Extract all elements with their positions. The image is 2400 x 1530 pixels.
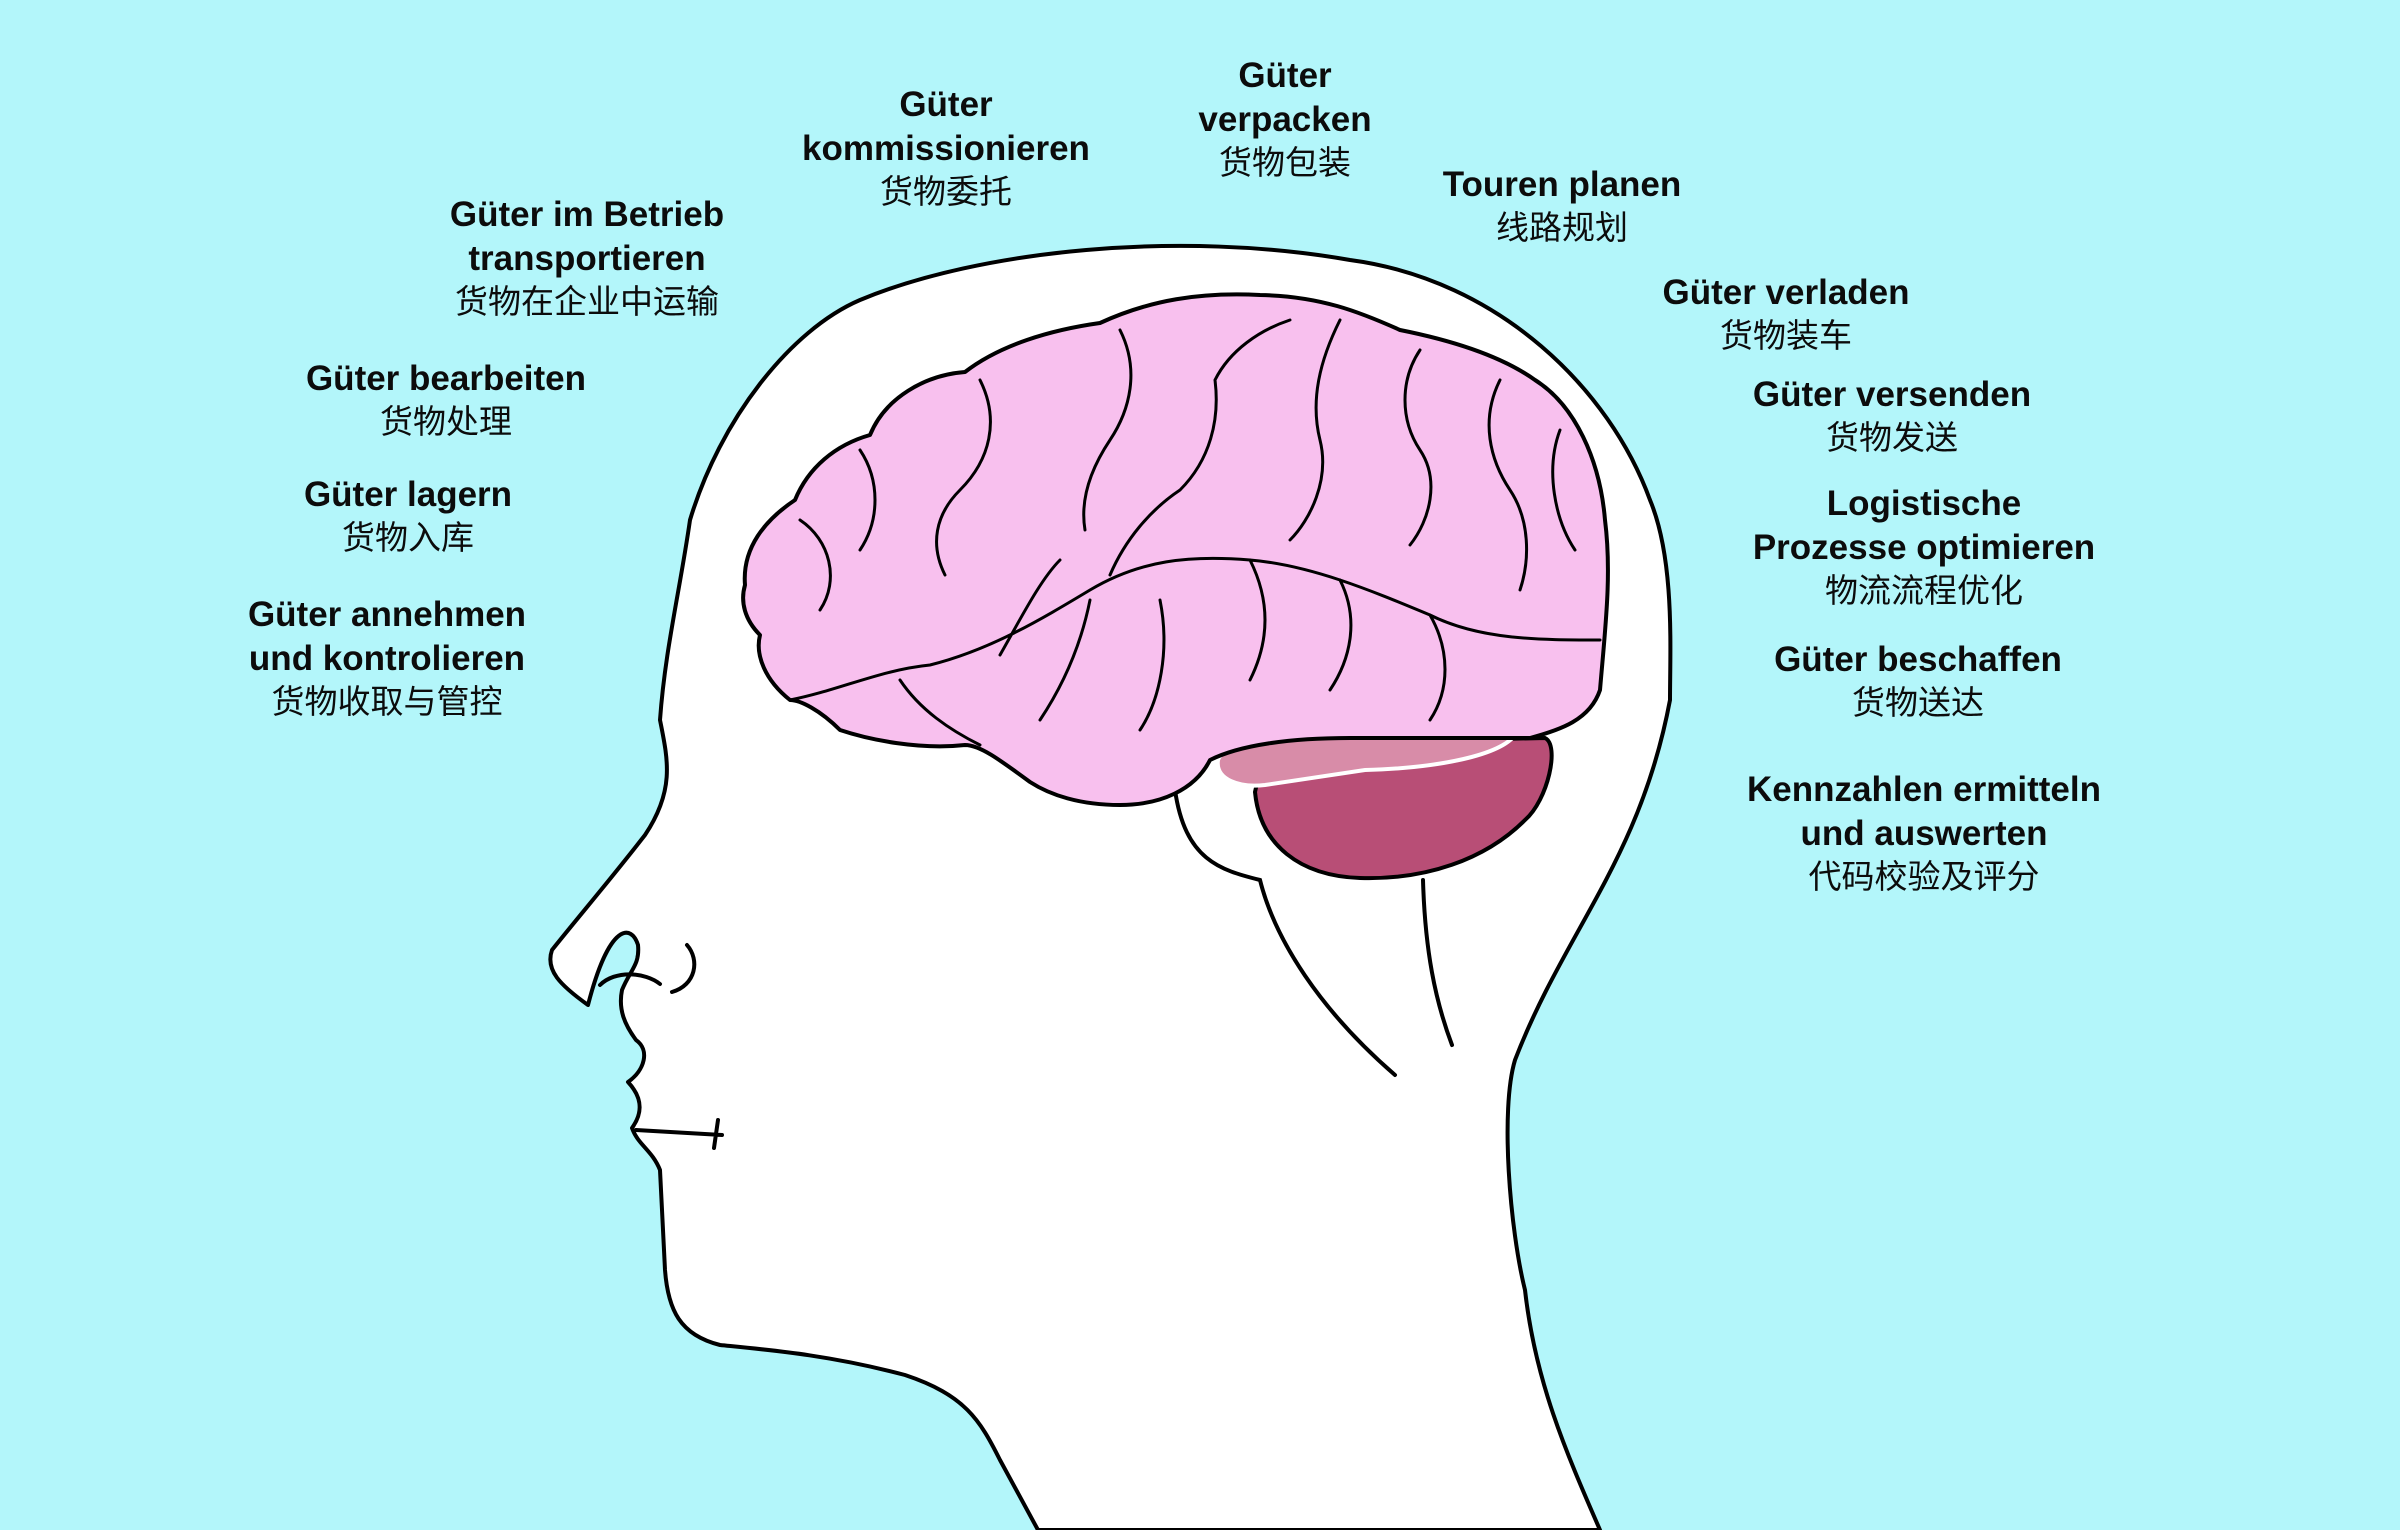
label-transportieren: Güter im Betrieb transportieren 货物在企业中运输 xyxy=(450,193,724,323)
label-de-line: Güter xyxy=(899,85,993,124)
label-de-line: Güter bearbeiten xyxy=(305,359,587,398)
label-de-line: und auswerten xyxy=(1800,814,2048,853)
label-de-line: Güter versenden xyxy=(1752,375,2032,414)
label-zh: 线路规划 xyxy=(1496,208,1628,247)
label-zh: 货物装车 xyxy=(1719,316,1852,355)
label-zh: 货物发送 xyxy=(1826,418,1958,457)
label-de-line: Prozesse optimieren xyxy=(1752,528,2096,567)
label-de-line: Güter xyxy=(1238,56,1332,95)
label-de-line: Logistische xyxy=(1826,484,2022,523)
label-lagern: Güter lagern 货物入库 xyxy=(304,473,512,559)
label-de-line: Güter verladen xyxy=(1662,273,1910,312)
label-zh: 货物收取与管控 xyxy=(271,682,503,721)
label-zh: 货物入库 xyxy=(341,518,474,557)
label-verpacken: Güter verpacken 货物包装 xyxy=(1198,54,1371,184)
label-de-line: transportieren xyxy=(468,239,706,278)
label-de-line: Kennzahlen ermitteln xyxy=(1747,770,2101,809)
brain-gyri xyxy=(788,318,1602,747)
label-zh: 代码校验及评分 xyxy=(1808,857,2040,896)
label-de-line: Güter beschaffen xyxy=(1774,640,2062,679)
label-kommissionieren: Güter kommissionieren 货物委托 xyxy=(802,83,1090,213)
label-annehmen: Güter annehmen und kontrolieren 货物收取与管控 xyxy=(248,593,526,723)
label-de-line: verpacken xyxy=(1198,100,1372,139)
label-touren: Touren planen 线路规划 xyxy=(1443,163,1682,249)
label-de-line: Güter im Betrieb xyxy=(449,195,725,234)
brain-stem xyxy=(1173,788,1454,1077)
label-bearbeiten: Güter bearbeiten 货物处理 xyxy=(306,357,586,443)
label-optimieren: Logistische Prozesse optimieren 物流流程优化 xyxy=(1753,482,2095,612)
label-de-line: Güter annehmen xyxy=(247,595,527,634)
label-zh: 货物在企业中运输 xyxy=(454,282,719,321)
label-zh: 货物包装 xyxy=(1218,143,1351,182)
label-de-line: und kontrolieren xyxy=(248,639,526,678)
label-zh: 货物送达 xyxy=(1851,683,1984,722)
label-kennzahlen: Kennzahlen ermitteln und auswerten 代码校验及… xyxy=(1747,768,2101,898)
label-zh: 货物处理 xyxy=(379,402,512,441)
label-de-line: Güter lagern xyxy=(303,475,513,514)
label-zh: 货物委托 xyxy=(879,172,1012,211)
label-zh: 物流流程优化 xyxy=(1825,571,2023,610)
mouth-icon xyxy=(634,1118,724,1150)
label-verladen: Güter verladen 货物装车 xyxy=(1662,271,1909,357)
label-beschaffen: Güter beschaffen 货物送达 xyxy=(1774,638,2062,724)
brain-cerebrum xyxy=(741,292,1610,807)
nostril-icon xyxy=(598,943,697,994)
label-de-line: Touren planen xyxy=(1442,165,1682,204)
label-de-line: kommissionieren xyxy=(802,129,1090,168)
label-versenden: Güter versenden 货物发送 xyxy=(1753,373,2031,459)
